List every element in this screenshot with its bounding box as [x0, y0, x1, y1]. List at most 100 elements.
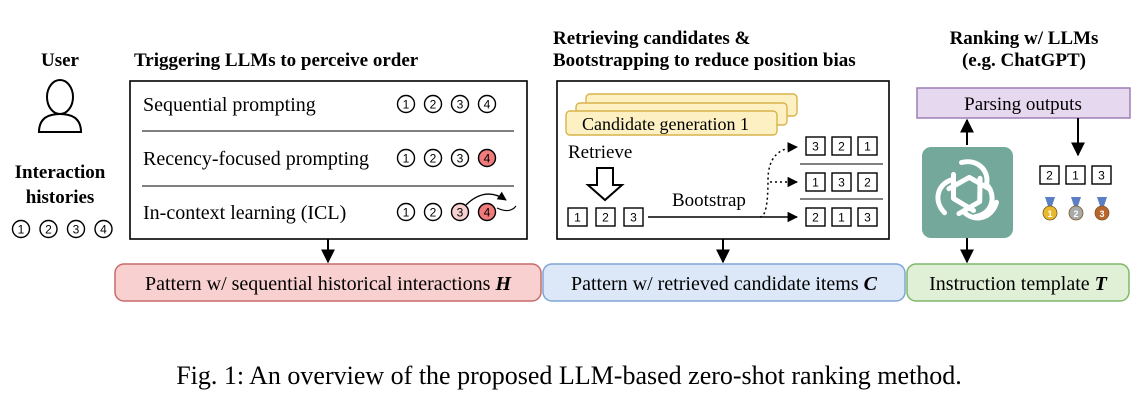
- bootstrap-label: Bootstrap: [672, 190, 746, 211]
- svg-text:1: 1: [574, 211, 581, 225]
- chatgpt-logo-icon: [922, 147, 1013, 238]
- svg-text:2: 2: [864, 176, 871, 190]
- histories-label-line2: histories: [26, 187, 95, 208]
- ranked-item-square: 2: [1039, 165, 1060, 185]
- order-row-label: Recency-focused prompting: [143, 148, 369, 170]
- order-item-circle: 4: [477, 148, 497, 168]
- icl-swap-arrow: [465, 191, 507, 206]
- permuted-item-square: 3: [831, 172, 852, 192]
- permuted-item-square: 2: [805, 207, 826, 227]
- bootstrap-dotted-arrow: [759, 142, 799, 218]
- ranked-items: 2 1 3: [1039, 165, 1112, 185]
- order-row-label: Sequential prompting: [143, 94, 316, 116]
- user-title: User: [41, 50, 80, 71]
- svg-text:2: 2: [430, 98, 437, 112]
- ranked-item-square: 3: [1091, 165, 1112, 185]
- candidate-item-square: 2: [595, 207, 616, 227]
- svg-text:2: 2: [838, 140, 845, 154]
- permuted-item-square: 2: [857, 172, 878, 192]
- svg-text:1: 1: [403, 98, 410, 112]
- svg-text:3: 3: [812, 140, 819, 154]
- order-item-circle: 1: [396, 94, 416, 114]
- svg-text:3: 3: [457, 98, 464, 112]
- svg-text:2: 2: [602, 211, 609, 225]
- order-row-label: In-context learning (ICL): [143, 202, 346, 224]
- svg-text:2: 2: [1073, 209, 1078, 219]
- retrieve-label: Retrieve: [568, 142, 632, 163]
- svg-text:2: 2: [1046, 169, 1053, 183]
- svg-text:1: 1: [18, 223, 25, 237]
- svg-text:2: 2: [45, 223, 52, 237]
- svg-text:4: 4: [484, 206, 491, 220]
- order-item-circle: 2: [423, 94, 443, 114]
- svg-text:4: 4: [484, 152, 491, 166]
- medal-icon: 3: [1094, 197, 1110, 221]
- order-item-circle: 4: [477, 202, 497, 222]
- svg-text:3: 3: [457, 206, 464, 220]
- candidates-pattern-box: [542, 263, 906, 302]
- medal-icon: 2: [1068, 197, 1084, 221]
- permuted-item-square: 1: [805, 172, 826, 192]
- history-item-circle: 1: [11, 219, 31, 239]
- svg-text:2: 2: [430, 206, 437, 220]
- order-heading: Triggering LLMs to perceive order: [134, 50, 419, 71]
- permuted-item-square: 3: [805, 136, 826, 156]
- parsing-outputs-box: [916, 87, 1131, 119]
- svg-text:4: 4: [484, 98, 491, 112]
- svg-text:3: 3: [1099, 209, 1104, 219]
- order-item-circle: 3: [450, 148, 470, 168]
- retrieve-heading-line2: Bootstrapping to reduce position bias: [553, 50, 856, 71]
- permuted-item-square: 1: [831, 207, 852, 227]
- svg-text:2: 2: [812, 211, 819, 225]
- order-item-circle: 2: [423, 202, 443, 222]
- permuted-item-square: 2: [831, 136, 852, 156]
- history-item-circle: 3: [66, 219, 86, 239]
- permuted-item-square: 3: [857, 207, 878, 227]
- history-item-circle: 2: [39, 219, 58, 239]
- svg-text:3: 3: [838, 176, 845, 190]
- history-item-circle: 4: [94, 219, 113, 239]
- template-pattern-box: [906, 263, 1130, 302]
- svg-text:3: 3: [630, 211, 637, 225]
- order-item-circle: 4: [477, 94, 497, 114]
- candidate-cards: [565, 93, 798, 136]
- svg-text:2: 2: [430, 152, 437, 166]
- svg-text:1: 1: [838, 211, 845, 225]
- candidate-item-square: 1: [567, 207, 588, 227]
- icl-swap-arrow: [496, 205, 517, 212]
- retrieve-heading-line1: Retrieving candidates &: [553, 28, 750, 49]
- base-items: 1 2 3: [567, 207, 644, 227]
- svg-text:1: 1: [812, 176, 819, 190]
- svg-text:4: 4: [100, 223, 107, 237]
- rank-heading-line2: (e.g. ChatGPT): [962, 50, 1086, 71]
- order-item-circle: 3: [450, 94, 470, 114]
- retrieve-arrow: [585, 167, 625, 202]
- order-item-circle: 1: [396, 202, 416, 222]
- order-item-circle: 1: [396, 148, 416, 168]
- svg-text:1: 1: [1072, 169, 1079, 183]
- history-pattern-label: Pattern w/ sequential historical interac…: [145, 273, 512, 295]
- parsing-outputs-label: Parsing outputs: [964, 94, 1082, 115]
- svg-text:3: 3: [1098, 169, 1105, 183]
- history-pattern-box: [114, 263, 542, 302]
- histories-label-line1: Interaction: [15, 162, 106, 183]
- figure-caption: Fig. 1: An overview of the proposed LLM-…: [176, 361, 962, 390]
- order-item-circle: 3: [450, 202, 470, 222]
- svg-text:3: 3: [864, 211, 871, 225]
- candidate-card-label: Candidate generation 1: [582, 114, 749, 134]
- candidate-item-square: 3: [623, 207, 644, 227]
- svg-text:3: 3: [73, 223, 80, 237]
- ranked-item-square: 1: [1065, 165, 1086, 185]
- medals: 1 2 3: [1042, 197, 1110, 221]
- order-item-circle: 2: [423, 148, 443, 168]
- svg-text:1: 1: [403, 206, 410, 220]
- svg-text:3: 3: [457, 152, 464, 166]
- rank-heading-line1: Ranking w/ LLMs: [950, 28, 1099, 49]
- history-items: 1 2 3 4: [11, 219, 113, 239]
- medal-icon: 1: [1042, 197, 1058, 221]
